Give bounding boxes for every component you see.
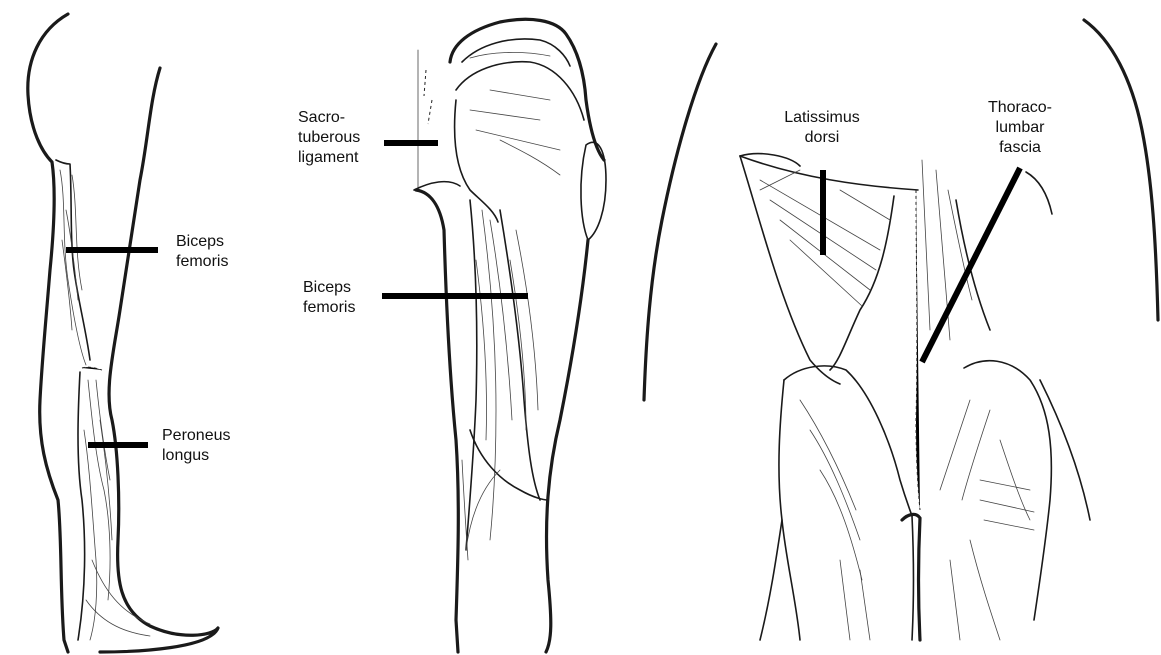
label-peroneus-longus: Peroneus longus [162, 426, 231, 466]
label-line: femoris [303, 298, 355, 318]
leg-figure [28, 14, 218, 652]
label-line: Sacro- [298, 108, 360, 128]
label-line: Biceps [303, 278, 355, 298]
label-line: ligament [298, 148, 360, 168]
label-line: tuberous [298, 128, 360, 148]
label-latissimus-dorsi: Latissimus dorsi [770, 108, 874, 148]
label-biceps-femoris-leg: Biceps femoris [176, 232, 228, 272]
leader-thoracolumbar-fascia [922, 168, 1020, 362]
label-biceps-femoris-thigh: Biceps femoris [303, 278, 355, 318]
leader-lines [66, 143, 1020, 445]
label-line: longus [162, 446, 231, 466]
label-line: dorsi [770, 128, 874, 148]
label-line: lumbar [970, 118, 1070, 138]
label-thoracolumbar-fascia: Thoraco- lumbar fascia [970, 98, 1070, 158]
label-line: Latissimus [770, 108, 874, 128]
thigh-figure [414, 19, 606, 652]
label-line: Peroneus [162, 426, 231, 446]
label-line: femoris [176, 252, 228, 272]
label-line: Biceps [176, 232, 228, 252]
label-line: fascia [970, 138, 1070, 158]
label-sacrotuberous-ligament: Sacro- tuberous ligament [298, 108, 360, 168]
back-figure [644, 20, 1158, 640]
label-line: Thoraco- [970, 98, 1070, 118]
